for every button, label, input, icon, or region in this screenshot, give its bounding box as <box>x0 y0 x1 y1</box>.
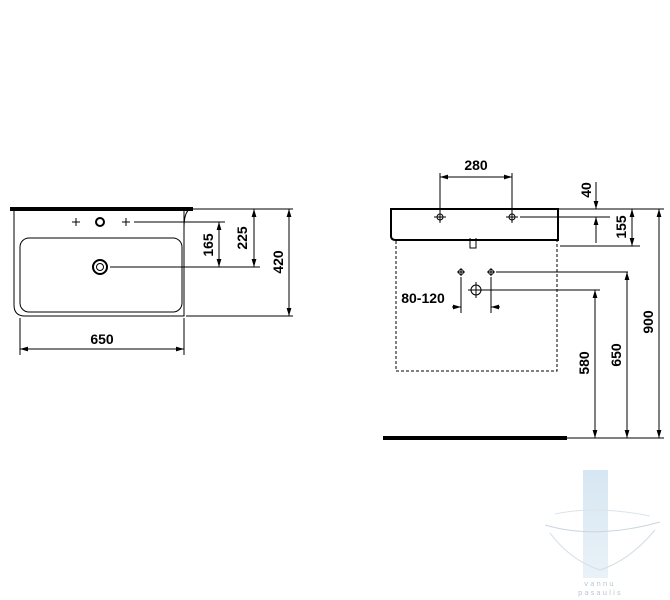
dim-650-label: 650 <box>608 343 624 367</box>
watermark-bar <box>583 470 608 578</box>
plan-drain-inner <box>96 263 104 271</box>
watermark-logo: vannu pasaulis <box>544 470 661 597</box>
dim-900-label: 900 <box>640 310 656 334</box>
side-drain-stub <box>469 238 477 249</box>
dim-650-label: 650 <box>90 331 114 347</box>
plan-tap-hole <box>95 217 105 227</box>
dim-225-label: 225 <box>234 226 250 250</box>
dim-40-label: 40 <box>578 182 594 198</box>
dim-580-label: 580 <box>576 351 592 375</box>
side-view: 280 40 155 80-120 580 650 900 <box>383 157 664 440</box>
dim-155-label: 155 <box>613 215 629 239</box>
plan-view: 650 165 225 420 <box>10 207 293 355</box>
side-cabinet-outline <box>395 241 558 372</box>
dim-420-label: 420 <box>270 250 286 274</box>
plan-drain-outer <box>92 259 108 275</box>
plan-tap-left-mark <box>72 218 80 226</box>
dim-280-label: 280 <box>464 157 488 173</box>
plan-tap-right-mark <box>122 218 130 226</box>
dim-165-label: 165 <box>200 233 216 257</box>
dim-80-120-label: 80-120 <box>401 290 445 306</box>
plan-outer-outline <box>13 208 191 317</box>
watermark-line2: pasaulis <box>578 589 623 597</box>
side-basin-body <box>390 208 559 241</box>
plan-inner-bowl <box>19 237 183 313</box>
watermark-line1: vannu <box>584 580 616 588</box>
